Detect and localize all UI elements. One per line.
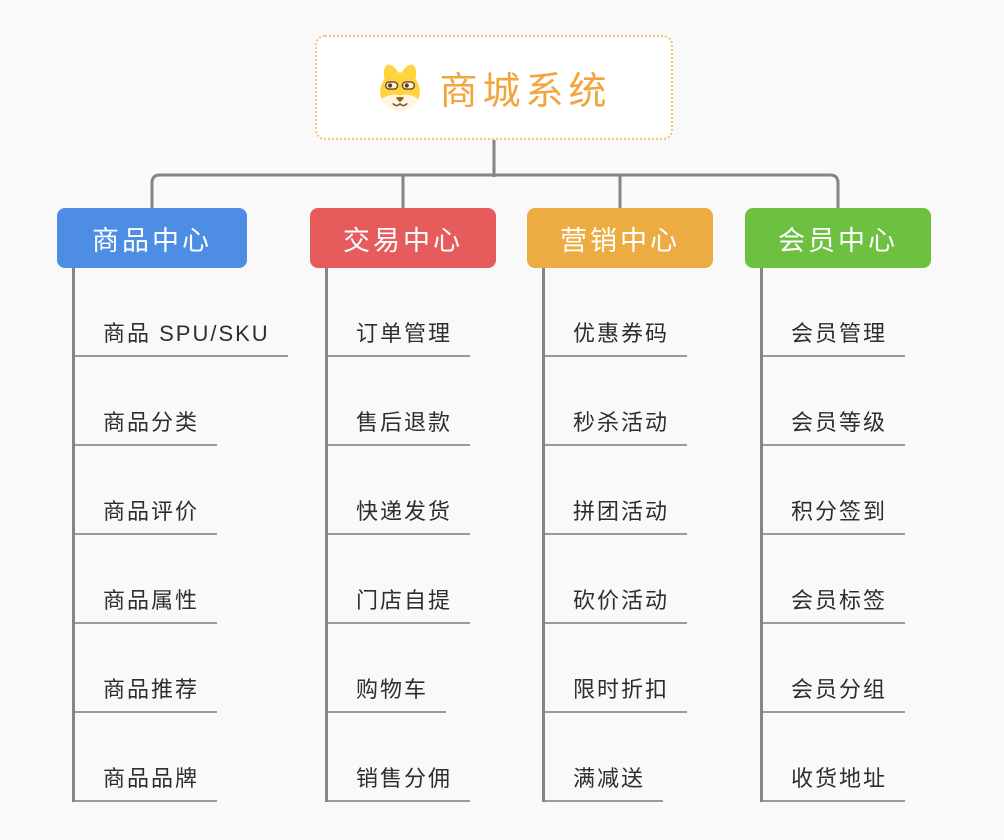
sub-topic[interactable]: 优惠券码 (545, 316, 688, 357)
sub-topic[interactable]: 会员管理 (763, 316, 906, 357)
shiba-dog-icon (376, 62, 424, 113)
branch-product-center-header[interactable]: 商品中心 (57, 208, 247, 268)
sub-topic[interactable]: 限时折扣 (545, 672, 688, 713)
branch-product-center-items: 商品 SPU/SKU 商品分类 商品评价 商品属性 商品推荐 商品品牌 (72, 268, 288, 802)
branch-marketing-center-header[interactable]: 营销中心 (527, 208, 713, 268)
sub-topic[interactable]: 收货地址 (763, 761, 906, 802)
branch-member-center: 会员中心 会员管理 会员等级 积分签到 会员标签 会员分组 收货地址 (745, 208, 931, 802)
sub-topic[interactable]: 售后退款 (328, 405, 471, 446)
branch-member-center-header[interactable]: 会员中心 (745, 208, 931, 268)
branch-member-center-items: 会员管理 会员等级 积分签到 会员标签 会员分组 收货地址 (760, 268, 931, 802)
sub-topic[interactable]: 会员分组 (763, 672, 906, 713)
sub-topic[interactable]: 订单管理 (328, 316, 471, 357)
sub-topic[interactable]: 砍价活动 (545, 583, 688, 624)
branch-trade-center-header[interactable]: 交易中心 (310, 208, 496, 268)
sub-topic[interactable]: 商品推荐 (75, 672, 218, 713)
sub-topic[interactable]: 商品 SPU/SKU (75, 316, 288, 357)
branch-marketing-center-items: 优惠券码 秒杀活动 拼团活动 砍价活动 限时折扣 满减送 (542, 268, 713, 802)
sub-topic[interactable]: 会员等级 (763, 405, 906, 446)
sub-topic[interactable]: 拼团活动 (545, 494, 688, 535)
sub-topic[interactable]: 秒杀活动 (545, 405, 688, 446)
root-topic-title: 商城系统 (439, 71, 612, 113)
sub-topic[interactable]: 会员标签 (763, 583, 906, 624)
sub-topic[interactable]: 积分签到 (763, 494, 906, 535)
sub-topic[interactable]: 商品分类 (75, 405, 218, 446)
branch-marketing-center: 营销中心 优惠券码 秒杀活动 拼团活动 砍价活动 限时折扣 满减送 (527, 208, 713, 802)
sub-topic[interactable]: 门店自提 (328, 583, 471, 624)
sub-topic[interactable]: 满减送 (545, 761, 664, 802)
sub-topic[interactable]: 商品评价 (75, 494, 218, 535)
root-topic[interactable]: 商城系统 (315, 35, 673, 140)
sub-topic[interactable]: 销售分佣 (328, 761, 471, 802)
sub-topic[interactable]: 商品品牌 (75, 761, 218, 802)
branch-trade-center-items: 订单管理 售后退款 快递发货 门店自提 购物车 销售分佣 (325, 268, 496, 802)
sub-topic[interactable]: 快递发货 (328, 494, 471, 535)
branch-trade-center: 交易中心 订单管理 售后退款 快递发货 门店自提 购物车 销售分佣 (310, 208, 496, 802)
branch-product-center: 商品中心 商品 SPU/SKU 商品分类 商品评价 商品属性 商品推荐 商品品牌 (57, 208, 288, 802)
sub-topic[interactable]: 购物车 (328, 672, 447, 713)
sub-topic[interactable]: 商品属性 (75, 583, 218, 624)
